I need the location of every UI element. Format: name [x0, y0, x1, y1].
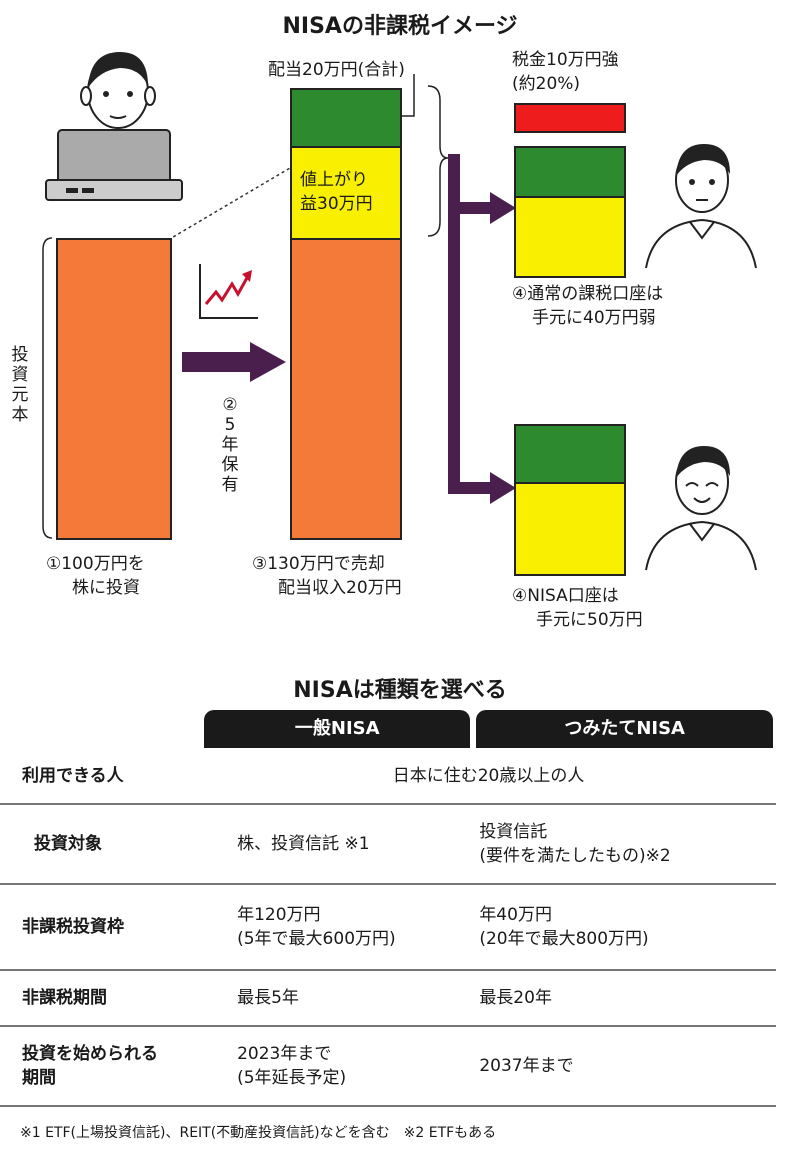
- step3-caption-1: ③130万円で売却: [252, 554, 385, 574]
- table-row: 投資を始められる期間 2023年まで(5年延長予定) 2037年まで: [0, 1026, 776, 1107]
- general-cell: 年120万円(5年で最大600万円): [201, 884, 474, 971]
- shared-cell: 日本に住む20歳以上の人: [201, 748, 776, 805]
- taxable-dividend-segment: [514, 146, 626, 198]
- dotted-connector: [167, 167, 291, 241]
- table-row: 投資対象 株、投資信託 ※1 投資信託(要件を満たしたもの)※2: [0, 804, 776, 885]
- footnote: ※1 ETF(上場投資信託)、REIT(不動産投資信託)などを含む ※2 ETF…: [20, 1125, 497, 1141]
- table-row: 非課税期間 最長5年 最長20年: [0, 970, 776, 1027]
- row-label: 投資対象: [0, 804, 202, 885]
- hold-arrow-icon: [182, 342, 286, 382]
- column-header-tsumitate: つみたてNISA: [476, 710, 773, 748]
- dividend-label: 配当20万円(合計): [268, 60, 405, 80]
- tsumitate-cell: 年40万円(20年で最大800万円): [473, 884, 776, 971]
- tsumitate-cell: 2037年まで: [473, 1026, 776, 1107]
- principal-bar-sold: [290, 238, 402, 540]
- tax-segment: [514, 103, 626, 133]
- diagram-title: NISAの非課税イメージ: [282, 14, 518, 39]
- dividend-segment: [290, 88, 402, 148]
- step3-caption-2: 配当収入20万円: [278, 578, 402, 598]
- branch-arrows: [427, 85, 516, 504]
- table-title: NISAは種類を選べる: [293, 678, 507, 703]
- tax-label-1: 税金10万円強: [512, 50, 619, 70]
- nisa-result-2: 手元に50万円: [536, 610, 643, 630]
- taxable-gain-segment: [514, 196, 626, 278]
- step1-caption-1: ①100万円を: [46, 554, 145, 574]
- principal-label: 投資元本: [11, 345, 29, 425]
- tsumitate-cell: 最長20年: [473, 970, 776, 1027]
- row-label: 非課税投資枠: [0, 884, 202, 971]
- dividend-callout-line: [402, 74, 415, 117]
- row-label: 投資を始められる期間: [0, 1026, 202, 1107]
- nisa-gain-segment: [514, 482, 626, 576]
- general-cell: 2023年まで(5年延長予定): [201, 1026, 474, 1107]
- table-row: 利用できる人 日本に住む20歳以上の人: [0, 748, 776, 805]
- nisa-dividend-segment: [514, 424, 626, 484]
- row-label: 非課税期間: [0, 970, 202, 1027]
- hold-label: ②5年保有: [221, 395, 239, 495]
- general-cell: 最長5年: [201, 970, 474, 1027]
- principal-bracket: [42, 237, 53, 539]
- gain-label-1: 値上がり: [300, 170, 368, 190]
- taxable-result-1: ④通常の課税口座は: [512, 284, 664, 304]
- rising-chart-icon: [199, 264, 258, 319]
- table-row: 非課税投資枠 年120万円(5年で最大600万円) 年40万円(20年で最大80…: [0, 884, 776, 971]
- taxable-result-2: 手元に40万円弱: [532, 308, 656, 328]
- nisa-result-1: ④NISA口座は: [512, 586, 619, 606]
- gain-label-2: 益30万円: [300, 194, 373, 214]
- man-smiling-icon: [645, 446, 757, 571]
- row-label: 利用できる人: [0, 748, 202, 805]
- tsumitate-cell: 投資信託(要件を満たしたもの)※2: [473, 804, 776, 885]
- gain-segment: [290, 146, 402, 240]
- man-neutral-icon: [645, 144, 757, 269]
- man-at-laptop-icon: [45, 52, 183, 201]
- principal-bar: [56, 238, 172, 540]
- tax-label-2: (約20%): [512, 74, 581, 94]
- general-cell: 株、投資信託 ※1: [201, 804, 474, 885]
- step1-caption-2: 株に投資: [72, 578, 140, 598]
- column-header-general: 一般NISA: [204, 710, 471, 748]
- nisa-comparison-table: 一般NISA つみたてNISA 利用できる人 日本に住む20歳以上の人 投資対象…: [0, 710, 776, 1107]
